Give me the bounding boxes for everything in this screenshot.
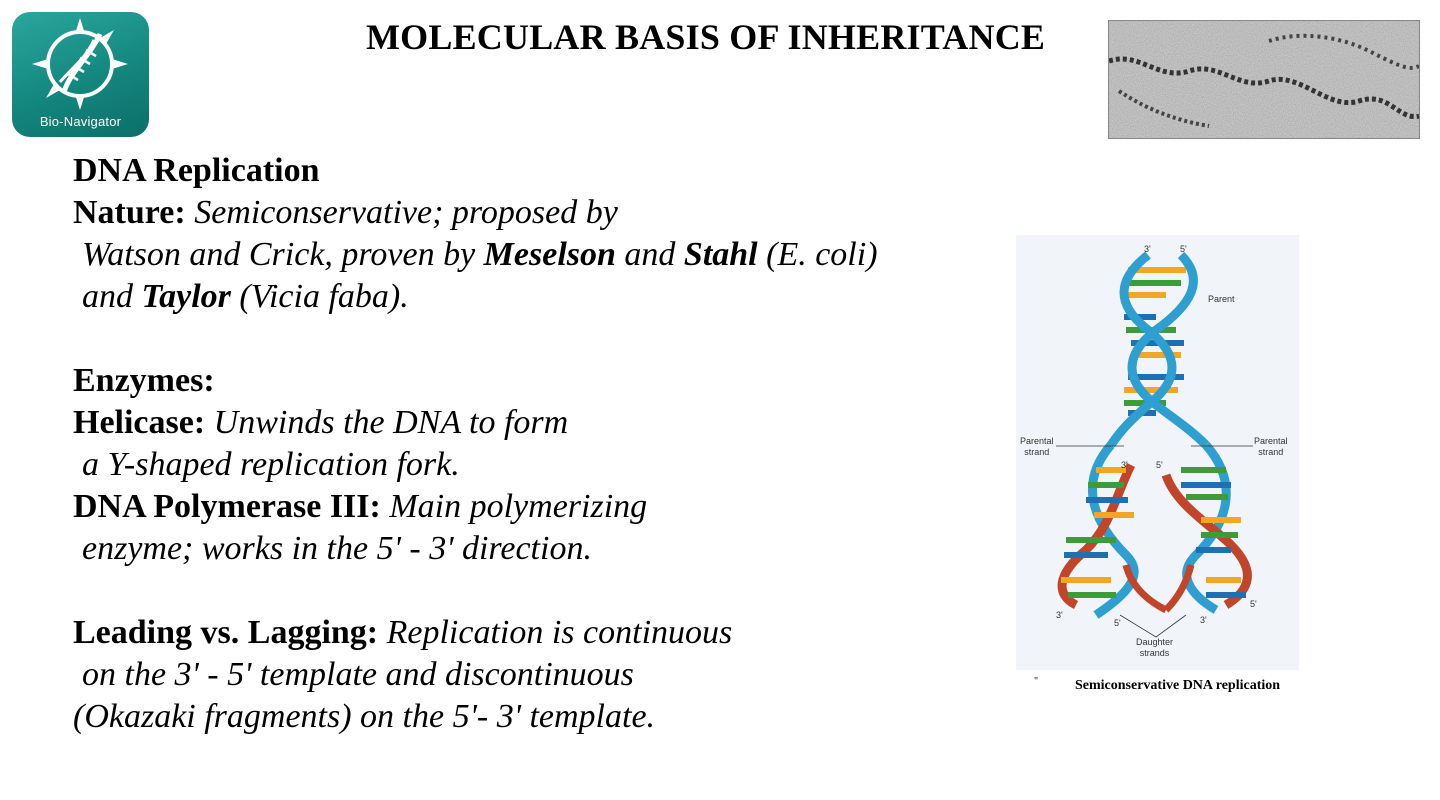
label-bottom-3prime-left: 3' — [1056, 610, 1063, 620]
section-heading-enzymes: Enzymes: — [73, 362, 215, 399]
dna-compass-icon — [32, 18, 128, 110]
nature-line-2: Watson and Crick, proven by Meselson and… — [82, 236, 878, 273]
label-daughter-strands: Daughter strands — [1136, 637, 1174, 658]
section-heading-dna-replication: DNA Replication — [73, 152, 320, 189]
polymerase-line-1: DNA Polymerase III: Main polymerizing — [73, 488, 648, 525]
label-bottom-5prime-right: 5' — [1250, 599, 1257, 609]
replication-helix-illustration — [1056, 251, 1253, 638]
helicase-line-2: a Y-shaped replication fork. — [82, 446, 460, 483]
replication-diagram — [1016, 235, 1299, 670]
leading-line-3: (Okazaki fragments) on the 5'- 3' templa… — [73, 698, 656, 735]
label-parental-strand-right: Parental strand — [1254, 436, 1288, 457]
label-parental-strand-left: Parental strand — [1020, 436, 1054, 457]
label-mid-5prime: 5' — [1156, 460, 1163, 470]
label-bottom-5prime-left: 5' — [1114, 618, 1121, 628]
polymerase-line-2: enzyme; works in the 5' - 3' direction. — [82, 530, 592, 567]
notes-body: DNA Replication Nature: Semiconservative… — [73, 150, 993, 738]
leading-line-2: on the 3' - 5' template and discontinuou… — [82, 656, 634, 693]
leading-line-1: Leading vs. Lagging: Replication is cont… — [73, 614, 733, 651]
page-title: MOLECULAR BASIS OF INHERITANCE — [366, 17, 1046, 57]
bio-navigator-logo: Bio-Navigator — [12, 12, 149, 137]
label-top-3prime: 3' — [1144, 244, 1151, 254]
nature-line-3: and Taylor (Vicia faba). — [82, 278, 409, 315]
logo-label: Bio-Navigator — [39, 114, 122, 129]
figure-caption: Semiconservative DNA replication — [1075, 678, 1281, 693]
helicase-line-1: Helicase: Unwinds the DNA to form — [73, 404, 569, 441]
micrograph-texture — [1109, 21, 1419, 138]
label-top-5prime: 5' — [1180, 244, 1187, 254]
nature-line-1: Nature: Semiconservative; proposed by — [73, 194, 618, 231]
label-bottom-3prime-right: 3' — [1200, 615, 1207, 625]
label-parent: Parent — [1208, 294, 1235, 304]
label-mid-3prime: 3' — [1121, 460, 1128, 470]
dna-micrograph-image — [1108, 20, 1420, 139]
caption-mark: " — [1034, 676, 1039, 687]
